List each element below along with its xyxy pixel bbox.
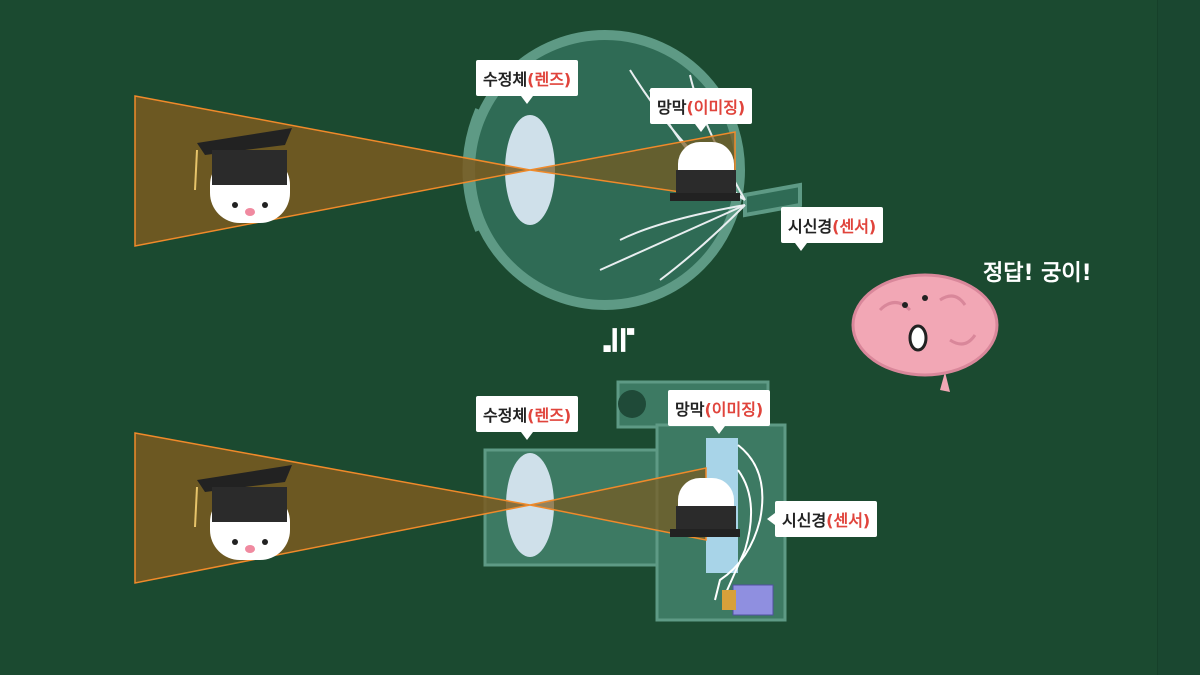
graduate-character-object-bottom bbox=[194, 465, 292, 560]
graduate-character-image-camera bbox=[670, 478, 740, 537]
camera-nerve-label: 시신경(센서) bbox=[766, 501, 878, 537]
camera-lens-label: 수정체(렌즈) bbox=[476, 396, 579, 440]
object-light-cone bbox=[134, 95, 531, 247]
brain-character bbox=[851, 273, 999, 392]
eye-lens-label: 수정체(렌즈) bbox=[476, 60, 579, 104]
answer-text: 정답! 궁이! bbox=[983, 261, 1092, 286]
camera-retina-label: 망막(이미징) bbox=[668, 390, 771, 434]
right-edge-panel bbox=[1157, 0, 1200, 675]
eye-retina-label: 망막(이미징) bbox=[650, 88, 753, 132]
eye-nerve-label: 시신경(센서) bbox=[781, 207, 884, 251]
graduate-character-image-eye bbox=[670, 142, 740, 201]
graduate-character-object-top bbox=[194, 128, 292, 223]
approximately-equal-symbol: ≒ bbox=[597, 324, 642, 356]
object-light-cone-camera bbox=[134, 432, 531, 584]
